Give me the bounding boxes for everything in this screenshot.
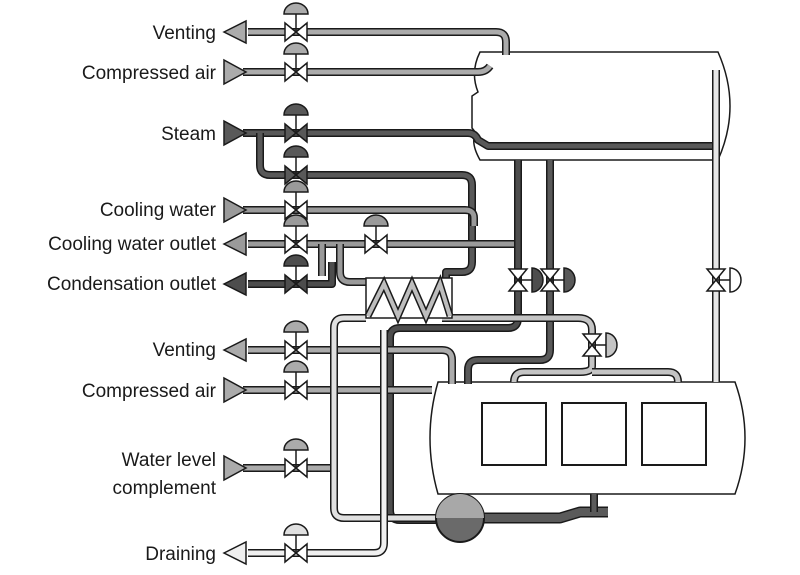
valve-steam[interactable] [283,103,309,144]
valve-condensation-outlet[interactable] [283,254,309,295]
pipe-draining [248,330,387,556]
draining-arrow [222,540,247,566]
valve-cooling-branch[interactable] [363,214,389,255]
pipe-exchanger-outlet [442,315,595,383]
label-cooling-water: Cooling water [100,200,217,221]
label-cooling-water-outlet: Cooling water outlet [48,234,217,255]
label-water-level-line1: Water level [122,450,216,471]
pipe-venting-bottom [248,347,455,384]
valve-cooling-water[interactable] [283,180,309,221]
valve-compressed-air-top[interactable] [283,42,309,83]
cooling-water-arrow [223,196,248,224]
pipe-compressed-air-top [243,64,493,75]
upper-vessel [471,51,731,161]
pipe-steam-main [243,130,712,149]
valve-vertical-left[interactable] [507,267,544,293]
valve-exchanger-outlet[interactable] [581,332,618,358]
heat-exchanger [364,274,454,325]
pipe-venting-top [248,29,509,55]
pipe-condensation-outlet [248,262,335,287]
steam-arrow [223,119,248,147]
label-draining: Draining [145,544,216,565]
label-venting-top: Venting [153,23,216,44]
condensation-outlet-arrow [222,271,247,297]
valve-vertical-right[interactable] [705,267,742,293]
pipe-cooling-water [243,207,477,226]
valve-steam-branch[interactable] [283,145,309,186]
water-level-arrow [223,454,248,482]
compressed-air-bottom-arrow [223,376,248,404]
pipe-steam-branch [257,133,475,282]
valve-venting-bottom[interactable] [283,320,309,361]
valve-draining[interactable] [283,523,309,564]
valve-compressed-air-bottom[interactable] [283,360,309,401]
valve-vertical-center[interactable] [539,267,576,293]
valve-venting-top[interactable] [283,2,309,43]
pipe-cooling-branch [337,244,366,285]
pipe-water-loop [331,315,436,521]
label-venting-bottom: Venting [153,340,216,361]
label-compressed-air-top: Compressed air [82,63,217,84]
inner-chamber-1 [481,402,547,466]
valve-water-level[interactable] [283,438,309,479]
compressed-air-top-arrow [223,58,248,86]
inner-chamber-3 [641,402,707,466]
venting-bottom-arrow [222,337,247,363]
pipe-steam-to-lower [465,160,553,384]
label-steam: Steam [161,124,216,145]
valve-cooling-water-outlet[interactable] [283,214,309,255]
venting-top-arrow [222,19,247,45]
label-condensation-outlet: Condensation outlet [47,274,217,295]
label-water-level-line2: complement [113,478,217,499]
inner-chamber-2 [561,402,627,466]
cooling-water-outlet-arrow [222,231,247,257]
label-compressed-air-bottom: Compressed air [82,381,217,402]
